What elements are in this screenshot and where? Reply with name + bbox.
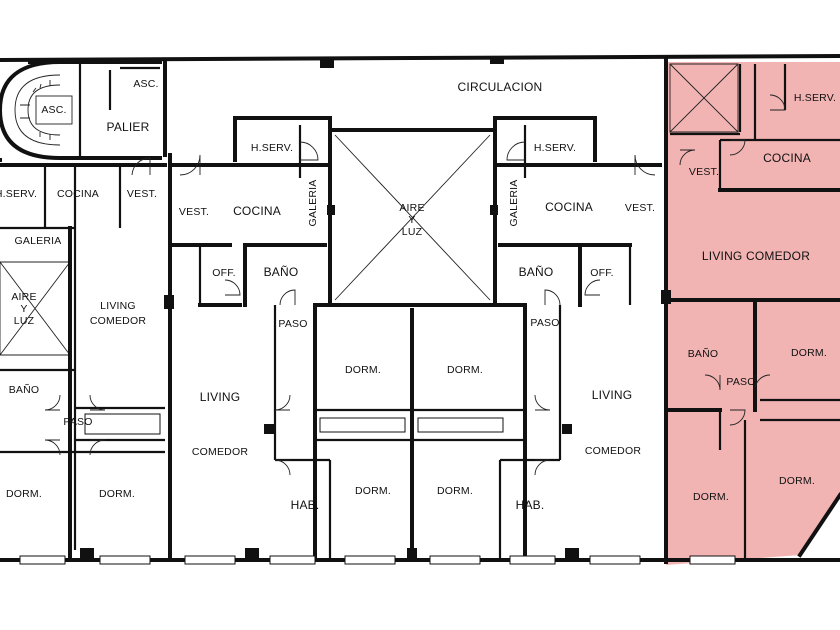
label-left-galeria: GALERIA bbox=[15, 235, 62, 247]
label-asc-1: ASC. bbox=[133, 78, 158, 90]
label-cl-comedor: COMEDOR bbox=[192, 446, 248, 458]
label-left-cocina: COCINA bbox=[57, 188, 99, 200]
label-cl-hserv: H.SERV. bbox=[251, 142, 293, 154]
label-cl-hab: HAB. bbox=[291, 498, 320, 512]
label-cr-vest: VEST. bbox=[625, 202, 655, 214]
door-swings bbox=[44, 94, 786, 476]
label-cr-comedor: COMEDOR bbox=[585, 445, 641, 457]
stair-well bbox=[0, 59, 162, 160]
upper-right-light-well bbox=[669, 63, 742, 136]
left-unit-walls bbox=[0, 163, 167, 562]
center-right-unit-walls bbox=[410, 163, 662, 562]
label-cl-bano: BAÑO bbox=[264, 265, 299, 279]
label-r-bano: BAÑO bbox=[688, 347, 719, 360]
label-cr-dorm-2: DORM. bbox=[437, 485, 473, 497]
label-left-paso: PASO bbox=[63, 416, 92, 428]
facade-windows bbox=[19, 413, 736, 565]
structural-columns bbox=[80, 56, 671, 560]
label-left-dorm-2: DORM. bbox=[99, 488, 135, 500]
label-circulacion: CIRCULACION bbox=[458, 80, 543, 94]
label-cl-cocina: COCINA bbox=[233, 204, 281, 218]
left-light-well bbox=[0, 261, 71, 356]
label-aire-center-3: LUZ bbox=[402, 226, 423, 238]
label-cr-paso: PASO bbox=[530, 317, 559, 329]
label-left-bano: BAÑO bbox=[9, 383, 40, 396]
label-r-cocina: COCINA bbox=[763, 151, 811, 165]
label-r-dorm-3: DORM. bbox=[779, 475, 815, 487]
label-cl-dorm: DORM. bbox=[345, 364, 381, 376]
label-cr-off: OFF. bbox=[590, 267, 614, 279]
label-r-paso: PASO bbox=[726, 376, 755, 388]
label-left-hserv: H.SERV. bbox=[0, 188, 37, 200]
label-left-comedor: COMEDOR bbox=[90, 315, 146, 327]
label-cl-dorm-2: DORM. bbox=[355, 485, 391, 497]
label-cl-off: OFF. bbox=[212, 267, 236, 279]
label-aire-left-1: AIRE bbox=[11, 291, 36, 303]
label-cr-dorm: DORM. bbox=[447, 364, 483, 376]
label-r-living-comedor: LIVING COMEDOR bbox=[702, 249, 810, 263]
label-cl-living: LIVING bbox=[200, 390, 241, 404]
label-r-hserv: H.SERV. bbox=[794, 92, 836, 104]
label-asc-2: ASC. bbox=[41, 104, 66, 116]
exterior-walls bbox=[0, 53, 840, 564]
label-cr-cocina: COCINA bbox=[545, 200, 593, 214]
label-aire-left-2: Y bbox=[20, 303, 27, 315]
label-cl-paso: PASO bbox=[278, 318, 307, 330]
label-cr-bano: BAÑO bbox=[519, 265, 554, 279]
label-cl-galeria: GALERIA bbox=[307, 180, 319, 227]
label-r-dorm-1: DORM. bbox=[791, 347, 827, 359]
label-palier: PALIER bbox=[107, 120, 150, 134]
label-aire-center-1: AIRE bbox=[399, 202, 424, 214]
label-left-dorm-1: DORM. bbox=[6, 488, 42, 500]
label-aire-center-2: Y bbox=[408, 214, 415, 226]
label-aire-left-3: LUZ bbox=[14, 315, 35, 327]
label-left-vest: VEST. bbox=[127, 188, 157, 200]
right-unit-walls bbox=[664, 64, 840, 560]
label-cr-galeria: GALERIA bbox=[508, 180, 520, 227]
label-cr-living: LIVING bbox=[592, 388, 633, 402]
label-r-vest: VEST. bbox=[689, 166, 719, 178]
label-cr-hab: HAB. bbox=[516, 498, 545, 512]
label-r-dorm-2: DORM. bbox=[693, 491, 729, 503]
center-left-unit-walls bbox=[168, 163, 414, 562]
room-labels: CIRCULACION PALIER ASC. ASC. AIRE Y LUZ … bbox=[0, 78, 836, 512]
label-left-living: LIVING bbox=[100, 300, 136, 312]
label-cl-vest: VEST. bbox=[179, 206, 209, 218]
label-cr-hserv: H.SERV. bbox=[534, 142, 576, 154]
